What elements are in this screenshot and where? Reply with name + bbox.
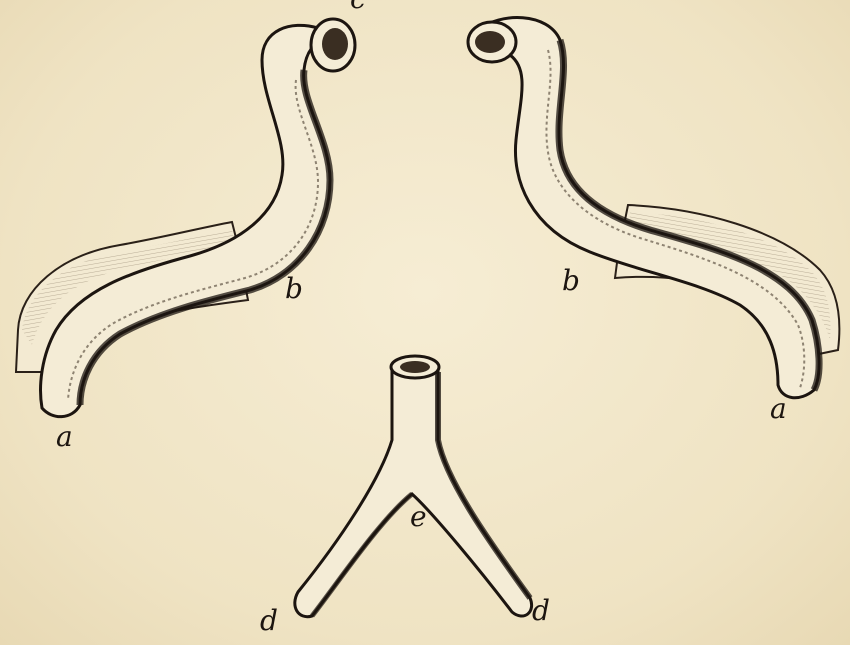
right-tube-figure: [468, 18, 839, 398]
bottom-y-figure: [295, 356, 532, 617]
right-tube-lumen: [475, 31, 505, 53]
left-tube-figure: [16, 19, 355, 417]
y-branch-lumen: [400, 361, 430, 373]
label-d-bottom-left: d: [260, 604, 278, 637]
label-a-left: a: [56, 420, 73, 453]
left-tube: [41, 25, 330, 416]
label-b-left: b: [285, 272, 303, 305]
label-d-bottom-right: d: [532, 594, 550, 627]
left-tube-lumen: [322, 28, 348, 60]
label-c-top: c: [350, 0, 366, 15]
label-b-right: b: [562, 264, 580, 297]
label-a-right: a: [770, 392, 787, 425]
label-e-bottom: e: [410, 500, 427, 533]
y-branch-tube: [295, 370, 532, 617]
